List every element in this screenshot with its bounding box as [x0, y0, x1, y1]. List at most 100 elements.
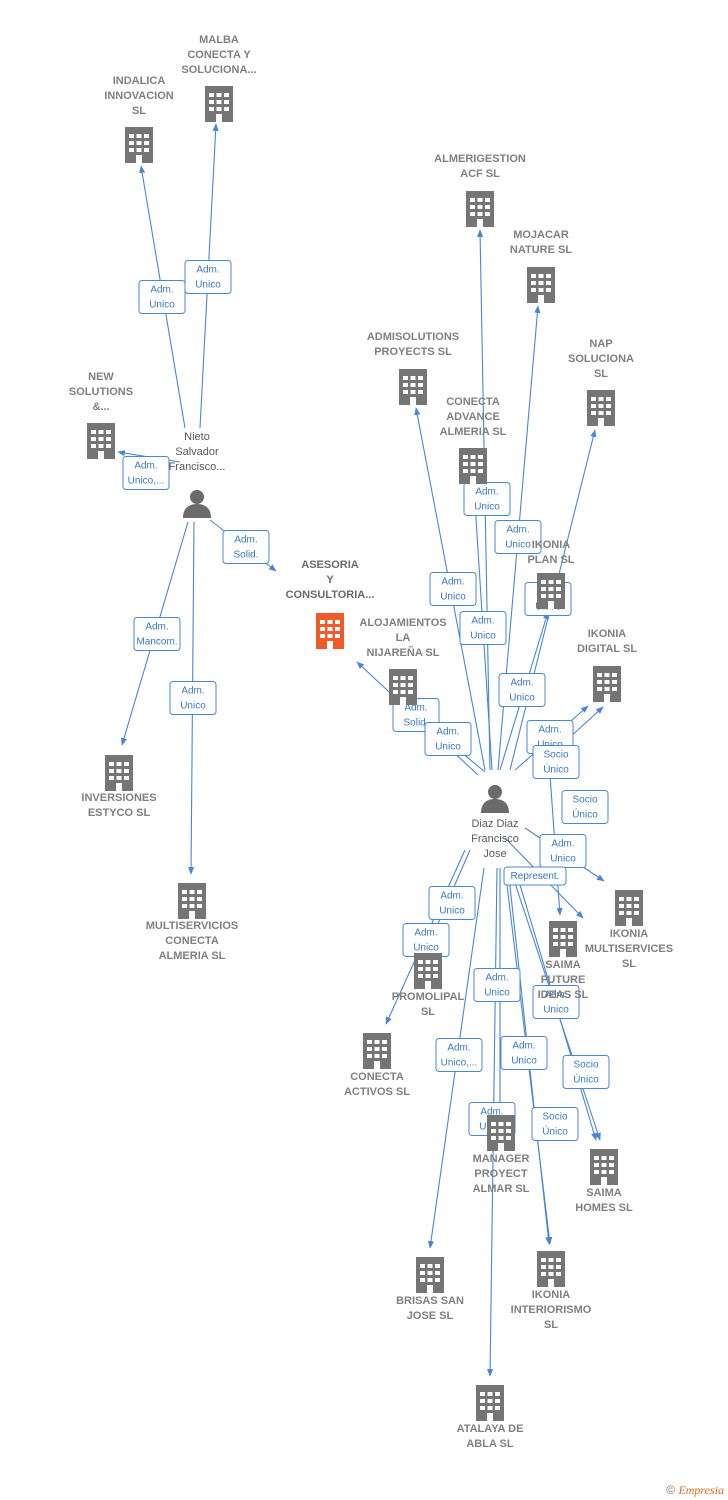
- edge-label-diaz-ikoniamulti[interactable]: Adm.Unico: [539, 834, 587, 868]
- edge-label-box: [435, 1038, 483, 1072]
- node-label: SOLUTIONS: [69, 386, 133, 398]
- edge-label-diaz-saimahomes[interactable]: Adm.Unico: [532, 985, 580, 1019]
- node-nieto[interactable]: NietoSalvadorFrancisco...: [169, 431, 226, 518]
- edge-label-diaz-manager[interactable]: Adm.Unico: [473, 968, 521, 1002]
- edge-label-diaz-admisolutions[interactable]: Adm.Unico: [429, 572, 477, 606]
- edge-label-diaz-saimafuture[interactable]: Represent.: [503, 866, 567, 886]
- edge-label-diaz-mojacar[interactable]: Adm.Unico: [494, 520, 542, 554]
- edge-label-nieto-newsol[interactable]: Adm.Unico,...: [122, 456, 170, 490]
- edge-label-text: Unico: [180, 701, 206, 712]
- building-icon: [178, 883, 206, 919]
- copyright-icon: ©: [666, 1483, 676, 1497]
- edge-label-diaz-promolipal[interactable]: Adm.Unico: [428, 886, 476, 920]
- node-label: JOSE SL: [407, 1310, 454, 1322]
- edge-label-text: Solid.: [403, 718, 428, 729]
- node-label: IKONIA: [532, 1289, 571, 1301]
- node-label: SL: [622, 958, 636, 970]
- edge-label-diaz-conectaactivos[interactable]: Adm.Unico: [402, 923, 450, 957]
- edge-label-text: Adm.: [404, 703, 427, 714]
- building-icon: [466, 191, 494, 227]
- edge-label-nieto-inversiones[interactable]: Adm.Mancom.: [133, 617, 181, 651]
- node-label: CONECTA: [446, 396, 500, 408]
- person-icon: [183, 490, 211, 518]
- footer: © Empresia: [666, 1483, 724, 1498]
- node-label: FUTURE: [541, 974, 586, 986]
- building-icon: [125, 127, 153, 163]
- edge-label-text: Adm.: [538, 725, 561, 736]
- edge-label-text: Único: [572, 808, 598, 821]
- edge-label-box: [463, 482, 511, 516]
- edge-label-nieto-asesoria[interactable]: Adm.Solid.: [222, 530, 270, 564]
- node-newsol[interactable]: NEWSOLUTIONS&...: [69, 371, 133, 459]
- node-label: IKONIA: [610, 928, 649, 940]
- building-icon: [416, 1257, 444, 1293]
- node-label: CONECTA Y: [187, 49, 251, 61]
- edge-label-text: Unico: [484, 988, 510, 999]
- edge-label-box: [459, 611, 507, 645]
- edge-label-nieto-multiservicios[interactable]: Adm. Unico: [169, 681, 217, 715]
- node-label: SAIMA: [586, 1187, 622, 1199]
- edge-label-text: Adm.: [551, 839, 574, 850]
- building-icon: [105, 755, 133, 791]
- edge-label-box: [222, 530, 270, 564]
- node-label: ASESORIA: [301, 559, 359, 571]
- brand-logo[interactable]: Empresia: [678, 1483, 724, 1497]
- edge-label-text: Adm.: [181, 686, 204, 697]
- edge-label-diaz-ikoniaplan[interactable]: Adm.Unico: [498, 673, 546, 707]
- edge-label-nieto-indalica[interactable]: Adm.Unico: [138, 280, 186, 314]
- edge-label-box: [562, 1055, 610, 1089]
- edge-label-text: Adm.: [447, 1043, 470, 1054]
- node-asesoria[interactable]: ASESORIAYCONSULTORIA...: [286, 559, 375, 649]
- node-label: Y: [326, 574, 334, 586]
- building-icon: [549, 921, 577, 957]
- edge-label-nieto-malba[interactable]: Adm.Unico: [184, 260, 232, 294]
- node-brisas[interactable]: BRISAS SAN JOSE SL: [396, 1257, 464, 1322]
- edge-label-box: [531, 1107, 579, 1141]
- edge-label-diaz-brisas[interactable]: Adm.Unico,...: [435, 1038, 483, 1072]
- building-icon: [487, 1115, 515, 1151]
- edge-label-diaz-almerigestion[interactable]: Adm.Unico: [463, 482, 511, 516]
- node-label: SOLUCIONA...: [181, 64, 256, 76]
- edge-label-box: [473, 968, 521, 1002]
- edge-label-diaz-ikoniainter[interactable]: Adm.Unico: [500, 1036, 548, 1070]
- node-label: BRISAS SAN: [396, 1295, 464, 1307]
- edge-label-box: [429, 572, 477, 606]
- building-icon: [593, 666, 621, 702]
- edge-label-box: [122, 456, 170, 490]
- edge-label-text: Solid.: [233, 550, 258, 561]
- edge-label-diaz-alojamientos[interactable]: Adm.Unico: [424, 722, 472, 756]
- edge-label-diaz-conectaadv[interactable]: Adm.Unico: [459, 611, 507, 645]
- node-label: Francisco: [471, 833, 519, 845]
- building-icon: [459, 448, 487, 484]
- edge-label-box: [138, 280, 186, 314]
- edge-label-text: Unico: [511, 1056, 537, 1067]
- node-label: DIGITAL SL: [577, 643, 637, 655]
- edge-label-text: Adm.: [441, 577, 464, 588]
